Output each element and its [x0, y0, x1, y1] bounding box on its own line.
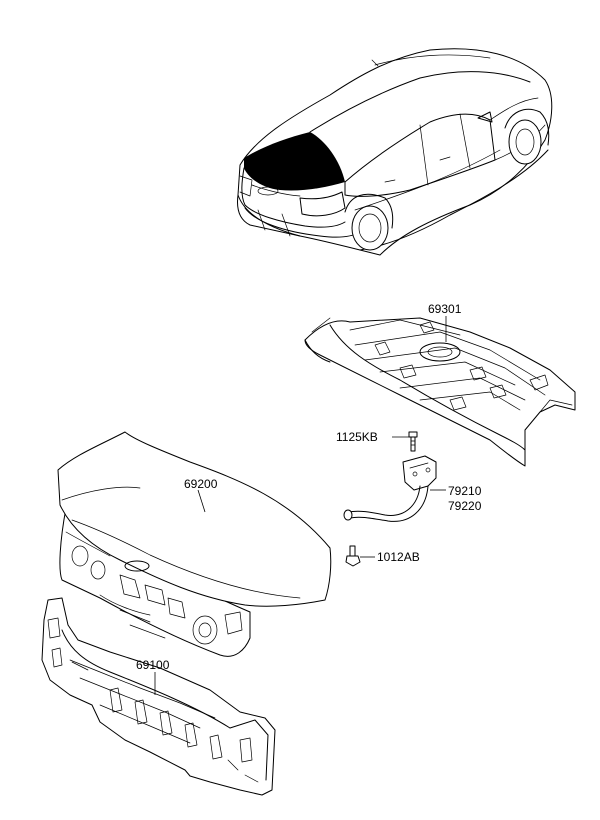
rear-window-highlight: [244, 132, 345, 191]
part-69301-rear-panel: [304, 316, 576, 467]
label-69301: 69301: [428, 302, 462, 316]
part-69200-trunk-lid: [57, 431, 332, 657]
rear-wheel: [351, 205, 389, 251]
label-79220: 79220: [448, 499, 482, 513]
label-1012AB: 1012AB: [377, 550, 420, 564]
vehicle-overview: [237, 48, 553, 256]
label-79210: 79210: [448, 484, 482, 498]
part-1125KB-bolt: [392, 431, 418, 452]
part-1012AB-nut: [345, 545, 375, 567]
label-69200: 69200: [184, 477, 218, 491]
label-1125KB: 1125KB: [336, 430, 378, 444]
part-69100-back-panel: [41, 597, 276, 796]
part-79210-79220-hinge: [343, 455, 446, 522]
label-69100: 69100: [136, 658, 170, 672]
front-wheel: [508, 119, 542, 165]
